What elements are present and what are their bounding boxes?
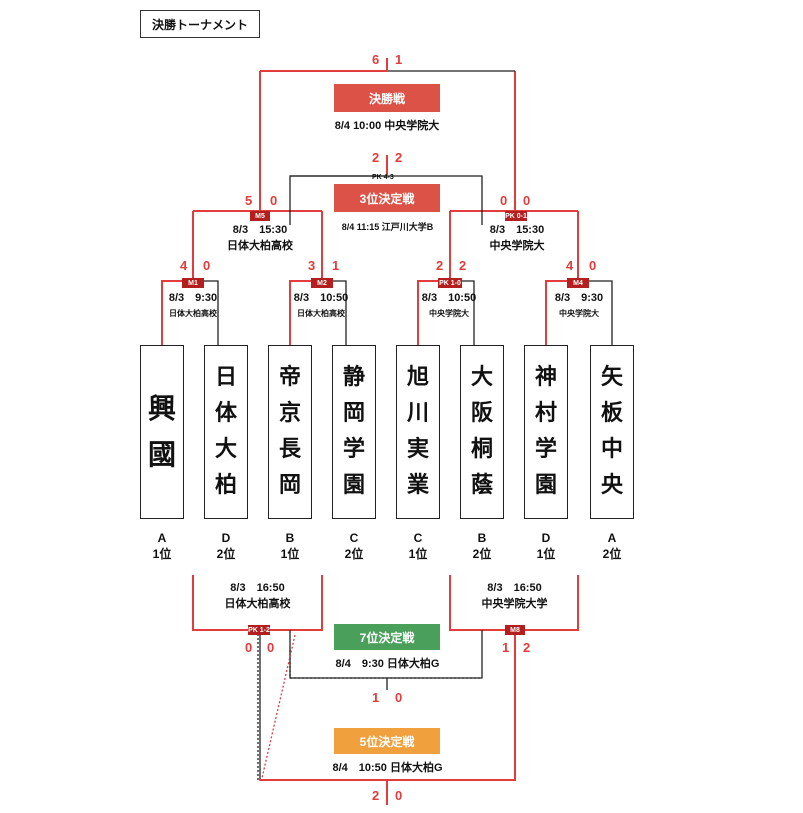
team-box-8: 矢板中央 [590,345,634,519]
team-rank: 1位 [152,547,172,561]
sf1-score-right: 0 [270,193,278,208]
third-score-left: 2 [372,150,380,165]
team-group: C [349,531,359,545]
sf1-score-left: 5 [245,193,253,208]
final-score-left: 6 [372,52,380,67]
sf2-score-left: 0 [500,193,508,208]
seventh-score-left: 1 [372,690,380,705]
r1-4-venue: 中央学院大 [559,309,599,318]
final-info: 8/4 10:00 中央学院大 [334,120,440,132]
team-rank: 2位 [472,547,492,561]
r1-3-score-left: 2 [436,258,444,273]
r1-3-score-right: 2 [459,258,467,273]
team-group: A [157,531,167,545]
team-rank: 2位 [602,547,622,561]
r1-2-score-right: 1 [332,258,340,273]
seventh-score-right: 0 [395,690,403,705]
team-name: 旭川実業 [406,365,429,498]
team-rank-1: A 1位 [140,530,184,562]
r1-lines [161,211,613,345]
c2-score-right: 2 [523,640,531,655]
fifth-score-left: 2 [372,788,380,803]
r1-1-score-left: 4 [180,258,188,273]
team-box-3: 帝京長岡 [268,345,312,519]
r1-2-date: 8/3 10:50 [293,292,349,304]
page-title: 決勝トーナメント [140,10,260,38]
c1-date: 8/3 16:50 [230,582,285,594]
team-box-1: 興國 [140,345,184,519]
team-name: 大阪桐蔭 [470,365,493,498]
c2-score-left: 1 [502,640,510,655]
r1-1-venue: 日体大柏高校 [169,309,217,318]
team-group: B [285,531,295,545]
team-rank-8: A 2位 [590,530,634,562]
team-group: B [477,531,487,545]
sf2-venue: 中央学院大 [489,240,545,252]
team-rank: 1位 [280,547,300,561]
final-banner: 決勝戦 [334,84,440,112]
c1-tag: PK 1-2 [248,625,270,635]
team-name: 矢板中央 [600,365,623,498]
team-name: 神村学園 [534,365,557,498]
sf2-tag: PK 0-1 [505,211,527,221]
team-rank: 1位 [408,547,428,561]
third-score-right: 2 [395,150,403,165]
r1-2-score-left: 3 [308,258,316,273]
r1-2-tag: M2 [311,278,333,288]
c1-score-right: 0 [267,640,275,655]
team-name: 静岡学園 [342,365,365,498]
team-rank: 1位 [536,547,556,561]
c1-score-left: 0 [245,640,253,655]
team-group: D [221,531,231,545]
r1-1-score-right: 0 [203,258,211,273]
team-rank-5: C 1位 [396,530,440,562]
sf1-venue: 日体大柏高校 [227,240,293,252]
r1-3-tag: PK 1-0 [438,278,462,288]
third-banner: 3位決定戦 [334,184,440,212]
team-name: 日体大柏 [214,365,237,498]
team-box-7: 神村学園 [524,345,568,519]
r1-4-date: 8/3 9:30 [554,292,604,304]
r1-4-score-right: 0 [589,258,597,273]
r1-3-date: 8/3 10:50 [421,292,477,304]
team-group: A [607,531,617,545]
r1-3-venue: 中央学院大 [429,309,469,318]
team-box-5: 旭川実業 [396,345,440,519]
fifth-score-right: 0 [395,788,403,803]
team-rank-2: D 2位 [204,530,248,562]
fifth-banner: 5位決定戦 [334,728,440,754]
team-rank-4: C 2位 [332,530,376,562]
r1-1-date: 8/3 9:30 [168,292,218,304]
seventh-banner: 7位決定戦 [334,624,440,650]
c2-venue: 中央学院大学 [481,598,548,610]
fifth-info: 8/4 10:50 日体大柏G [332,762,443,774]
sf1-date: 8/3 15:30 [232,224,288,236]
team-group: D [541,531,551,545]
team-rank: 2位 [344,547,364,561]
c1-venue: 日体大柏高校 [224,598,291,610]
sf1-tag: M5 [250,211,270,221]
team-box-6: 大阪桐蔭 [460,345,504,519]
third-pk: PK 4-3 [372,174,394,181]
team-rank-6: B 2位 [460,530,504,562]
r1-4-tag: M4 [567,278,589,288]
r1-4-score-left: 4 [566,258,574,273]
sf2-score-right: 0 [523,193,531,208]
final-score-right: 1 [395,52,403,67]
team-name: 興國 [147,392,176,471]
team-group: C [413,531,423,545]
c2-date: 8/3 16:50 [487,582,542,594]
sf2-date: 8/3 15:30 [489,224,545,236]
team-box-4: 静岡学園 [332,345,376,519]
third-info: 8/4 11:15 江戸川大学B [341,222,434,232]
team-rank-3: B 1位 [268,530,312,562]
team-name: 帝京長岡 [278,365,301,498]
team-rank-7: D 1位 [524,530,568,562]
seventh-info: 8/4 9:30 日体大柏G [335,658,440,670]
team-rank: 2位 [216,547,236,561]
r1-1-tag: M1 [182,278,204,288]
team-box-2: 日体大柏 [204,345,248,519]
c2-tag: M8 [505,625,525,635]
r1-2-venue: 日体大柏高校 [297,309,345,318]
